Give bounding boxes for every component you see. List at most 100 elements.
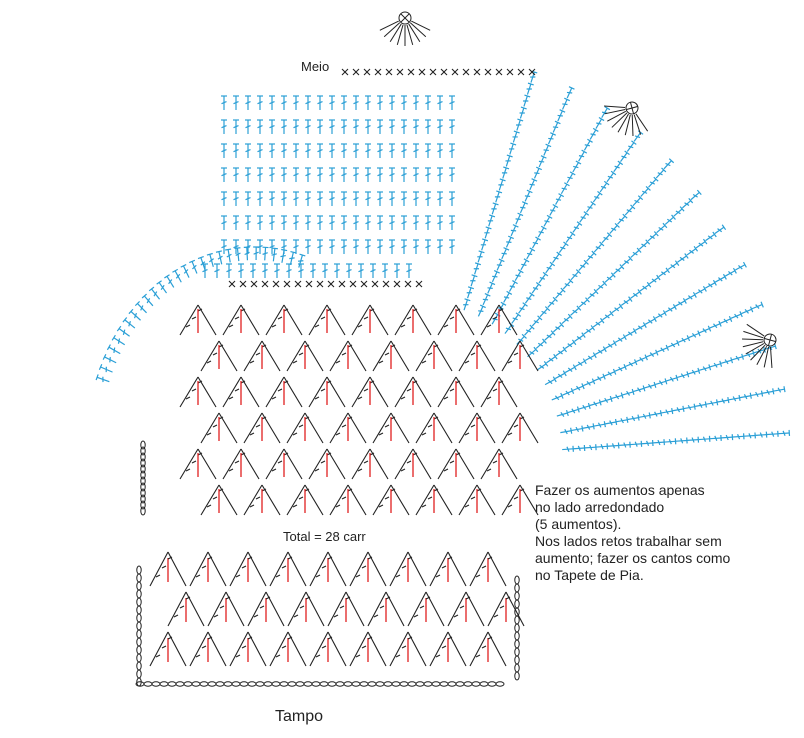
dc-stitch-icon (157, 281, 169, 295)
dc-stitch-icon (269, 120, 275, 134)
chain-oval-icon (515, 616, 519, 624)
chain-oval-icon (515, 600, 519, 608)
chain-oval-icon (192, 682, 200, 686)
dc-stitch-icon (624, 359, 636, 369)
dc-stitch-icon (281, 96, 287, 110)
dc-stitch-icon (584, 251, 596, 263)
dc-stitch-icon (523, 293, 534, 305)
dc-stitch-icon (449, 144, 455, 158)
chain-oval-icon (200, 682, 208, 686)
chain-oval-icon (184, 682, 192, 686)
dc-stitch-icon (710, 435, 721, 442)
sc-x-icon (441, 69, 447, 75)
dc-stitch-icon (244, 247, 251, 260)
dc-stitch-icon (614, 364, 626, 374)
chain-oval-icon (424, 682, 432, 686)
dc-stitch-icon (305, 240, 311, 254)
chain-oval-icon (472, 682, 480, 686)
dc-stitch-icon (546, 297, 558, 309)
sc-x-icon (518, 69, 524, 75)
dc-stitch-icon (449, 96, 455, 110)
dc-stitch-icon (556, 410, 568, 419)
dc-stitch-icon (525, 83, 534, 95)
sc-x-icon (496, 69, 502, 75)
dc-stitch-icon (123, 318, 137, 331)
dc-stitch-icon (334, 264, 340, 278)
dc-stitch-icon (709, 321, 721, 331)
dc-stitch-icon (582, 139, 593, 152)
dc-stitch-icon (281, 216, 287, 230)
dc-stitch-icon (377, 168, 383, 182)
dc-stitch-icon (406, 264, 412, 278)
sc-x-icon (262, 281, 268, 287)
dc-stitch-icon (221, 120, 227, 134)
dc-stitch-icon (346, 264, 352, 278)
chain-oval-icon (464, 682, 472, 686)
dc-stitch-icon (401, 120, 407, 134)
fan-corner-icon (596, 90, 657, 145)
dc-stitch-icon (592, 242, 604, 254)
dc-stitch-icon (561, 388, 573, 398)
dc-stitch-icon (521, 95, 530, 107)
dc-stitch-icon (413, 216, 419, 230)
dc-stitch-icon (129, 309, 143, 322)
dc-stitch-icon (257, 120, 263, 134)
dc-stitch-icon (317, 96, 323, 110)
note-line: no lado arredondado (535, 499, 797, 516)
chain-oval-icon (456, 682, 464, 686)
dc-stitch-icon (281, 144, 287, 158)
dc-stitch-icon (269, 96, 275, 110)
dc-stitch-icon (530, 237, 541, 250)
dc-stitch-icon (611, 393, 623, 402)
dc-stitch-icon (389, 192, 395, 206)
dc-stitch-icon (479, 239, 488, 251)
dc-stitch-icon (317, 120, 323, 134)
dc-stitch-icon (207, 253, 216, 267)
chain-oval-icon (384, 682, 392, 686)
dc-stitch-icon (698, 326, 710, 336)
dc-stitch-icon (496, 179, 505, 191)
dc-stitch-icon (401, 240, 407, 254)
dc-stitch-icon (401, 144, 407, 158)
dc-stitch-icon (389, 216, 395, 230)
dc-stitch-icon (565, 172, 576, 185)
label-tampo: Tampo (275, 708, 323, 725)
dc-stitch-icon (572, 383, 584, 393)
dc-stitch-icon (112, 335, 126, 347)
sc-x-icon (419, 69, 425, 75)
dc-stitch-icon (226, 264, 232, 278)
dc-stitch-icon (293, 96, 299, 110)
dc-stitch-icon (389, 240, 395, 254)
dc-stitch-icon (377, 96, 383, 110)
chain-oval-icon (137, 614, 141, 622)
dc-stitch-icon (317, 216, 323, 230)
sc-x-icon (295, 281, 301, 287)
chain-oval-icon (248, 682, 256, 686)
dc-stitch-icon (577, 212, 588, 224)
dc-stitch-icon (353, 120, 359, 134)
dc-stitch-icon (413, 96, 419, 110)
dc-stitch-icon (646, 177, 658, 189)
chain-oval-icon (515, 632, 519, 640)
dc-stitch-icon (564, 87, 574, 99)
chain-oval-icon (368, 682, 376, 686)
sc-x-icon (507, 69, 513, 75)
chain-oval-icon (168, 682, 176, 686)
dc-stitch-icon (437, 240, 443, 254)
dc-stitch-icon (532, 167, 542, 179)
dc-stitch-icon (329, 216, 335, 230)
dc-stitch-icon (262, 264, 268, 278)
dc-stitch-icon (449, 192, 455, 206)
dc-stitch-icon (676, 371, 688, 380)
dc-stitch-icon (233, 120, 239, 134)
dc-stitch-icon (687, 368, 699, 377)
chain-oval-icon (137, 670, 141, 678)
chain-oval-icon (144, 682, 152, 686)
dc-stitch-icon (605, 171, 616, 183)
label-meio: Meio (301, 59, 329, 74)
dc-stitch-icon (238, 264, 244, 278)
chain-oval-icon (336, 682, 344, 686)
dc-stitch-icon (329, 192, 335, 206)
dc-stitch-icon (233, 168, 239, 182)
